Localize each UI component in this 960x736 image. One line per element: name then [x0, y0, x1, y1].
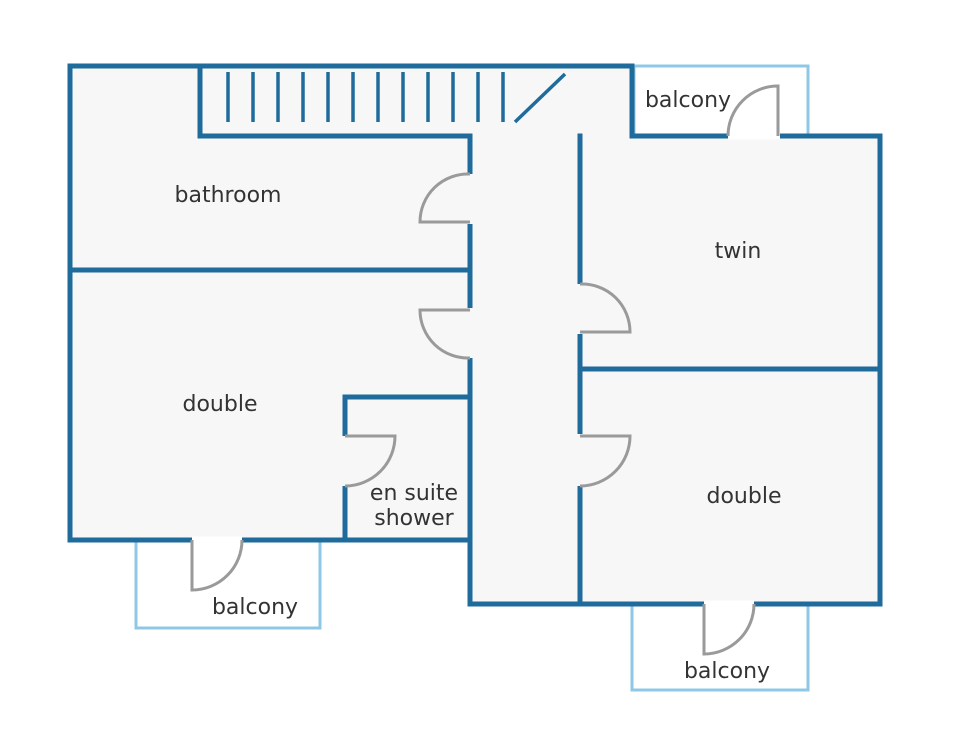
door-double-left[interactable]: [418, 308, 474, 360]
room-label-en-suite-line2: shower: [374, 506, 454, 531]
staircase: [226, 72, 567, 124]
door-double-right[interactable]: [576, 434, 632, 488]
wall-en-suite: [342, 394, 473, 543]
room-label-double-right: double: [707, 484, 782, 509]
room-label-twin: twin: [715, 239, 762, 264]
floor-left-block: [70, 66, 470, 540]
room-label-en-suite-line1: en suite: [370, 481, 458, 506]
balcony-label-top-right: balcony: [645, 88, 731, 113]
balcony-bottom-left: [134, 538, 322, 630]
door-en-suite[interactable]: [341, 434, 397, 488]
stair-landing-line: [513, 72, 567, 124]
room-label-double-left: double: [183, 392, 258, 417]
balcony-label-bottom-left: balcony: [212, 595, 298, 620]
door-bathroom[interactable]: [418, 172, 474, 224]
door-balcony-bottom-right[interactable]: [702, 600, 756, 656]
door-balcony-top-right[interactable]: [726, 84, 780, 140]
door-balcony-bottom-left[interactable]: [190, 536, 244, 592]
balcony-label-bottom-right: balcony: [684, 659, 770, 684]
door-twin[interactable]: [576, 282, 632, 334]
room-label-bathroom: bathroom: [175, 183, 282, 208]
